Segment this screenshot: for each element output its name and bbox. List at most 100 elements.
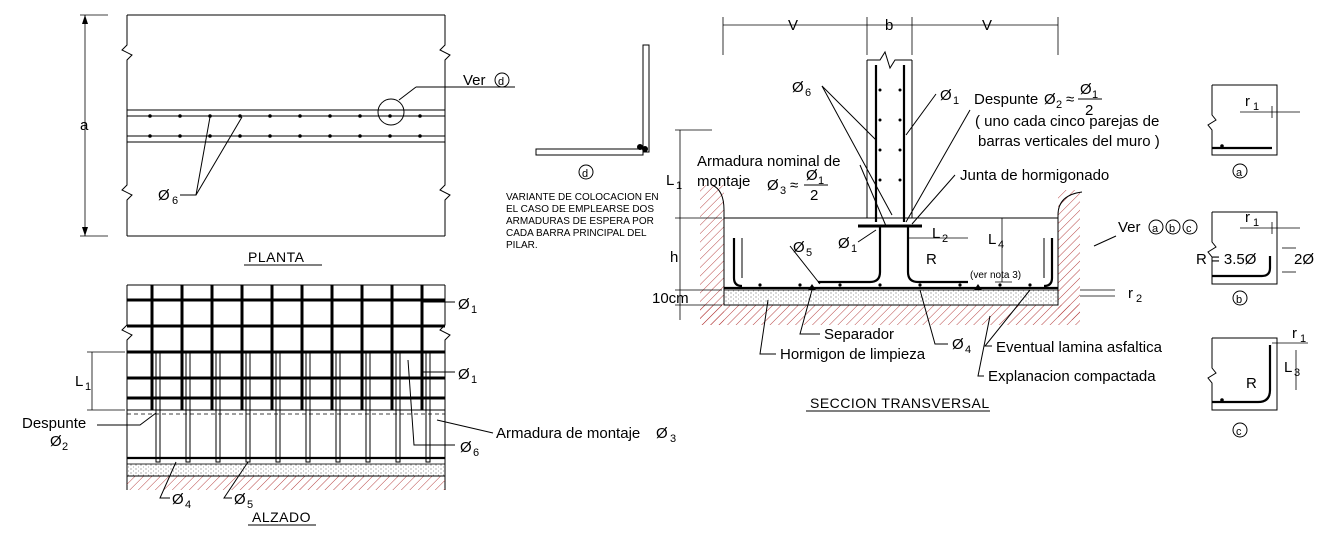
section-explanacion: Explanacion compactada (988, 368, 1156, 385)
section-phi6: Ø (792, 79, 804, 96)
section-10cm: 10cm (652, 290, 689, 307)
section-L2: L (932, 225, 940, 242)
section-ver-nota: (ver nota 3) (970, 270, 1021, 281)
svg-text:2: 2 (1056, 99, 1062, 111)
section-armadura-nominal: Armadura nominal de (697, 153, 840, 170)
detail-d-note-1: VARIANTE DE COLOCACION EN (506, 192, 659, 203)
detail-d-note-2: EL CASO DE EMPLEARSE DOS (506, 204, 654, 215)
detail-b-2phi: 2Ø (1294, 251, 1314, 268)
elevation-phi6: Ø (460, 439, 472, 456)
svg-text:5: 5 (806, 247, 812, 259)
detail-a: r 1 a (1207, 84, 1300, 179)
section-phi4: Ø (952, 336, 964, 353)
section-hormigon: Hormigon de limpieza (780, 346, 926, 363)
svg-text:Ø: Ø (1080, 81, 1092, 98)
elevation-phi4: Ø (172, 491, 184, 508)
section-phi5: Ø (793, 239, 805, 256)
svg-text:2: 2 (942, 233, 948, 245)
section-column-dots (878, 88, 902, 182)
section-lamina: Eventual lamina asfaltica (996, 339, 1163, 356)
svg-text:1: 1 (1253, 101, 1259, 113)
section-phi1-top: Ø (940, 87, 952, 104)
section-bottom-dots (758, 283, 1032, 287)
svg-text:Ø: Ø (767, 177, 779, 194)
section-note-uno: ( uno cada cinco parejas de (975, 113, 1159, 130)
svg-text:≈: ≈ (790, 177, 798, 194)
detail-c-L3: L (1284, 359, 1292, 376)
detail-d-note-5: PILAR. (506, 240, 538, 251)
svg-text:2: 2 (62, 441, 68, 453)
svg-text:Ø: Ø (806, 167, 818, 184)
detail-c-R: R (1246, 375, 1257, 392)
svg-text:≈: ≈ (1066, 91, 1074, 108)
section-phi1-low: Ø (838, 235, 850, 252)
svg-text:1: 1 (851, 243, 857, 255)
svg-text:4: 4 (965, 344, 971, 356)
svg-text:b: b (1169, 223, 1175, 235)
elevation-phi5: Ø (234, 491, 246, 508)
detail-b-letter: b (1236, 294, 1242, 306)
svg-text:5: 5 (247, 499, 253, 511)
svg-text:1: 1 (1253, 217, 1259, 229)
svg-text:c: c (1186, 223, 1192, 235)
svg-text:4: 4 (998, 239, 1004, 251)
svg-text:3: 3 (670, 433, 676, 445)
svg-text:1: 1 (676, 180, 682, 192)
elevation-horizontal-bars (127, 298, 445, 400)
elevation-L1: L (75, 373, 83, 390)
section-separador: Separador (824, 326, 894, 343)
elevation-phi3: Ø (656, 425, 668, 442)
plan-ver-label: Ver (463, 72, 486, 89)
svg-text:1: 1 (1092, 89, 1098, 101)
elevation-phi2: Ø (50, 433, 62, 450)
detail-b-R: R = 3.5Ø (1196, 251, 1257, 268)
elevation-vertical-bars (150, 285, 424, 410)
elevation-phi1-top: Ø (458, 296, 470, 313)
svg-text:1: 1 (818, 175, 824, 187)
detail-c-letter: c (1236, 426, 1242, 438)
plan-rebar-dots (148, 114, 422, 138)
section-dim-v-right: V (982, 17, 992, 34)
plan-dim-a: a (80, 117, 89, 134)
plan-phi6: Ø (158, 187, 170, 204)
detail-a-letter: a (1236, 167, 1243, 179)
svg-text:4: 4 (185, 499, 191, 511)
elevation-armadura-montaje: Armadura de montaje (496, 425, 640, 442)
elevation-despunte: Despunte (22, 415, 86, 432)
elevation-phi1-mid: Ø (458, 366, 470, 383)
svg-text:1: 1 (471, 304, 477, 316)
svg-text:6: 6 (172, 195, 178, 207)
detail-d: d VARIANTE DE COLOCACION EN EL CASO DE E… (506, 44, 659, 251)
detail-a-r1: r (1245, 93, 1250, 110)
detail-d-letter: d (582, 168, 588, 180)
detail-b: r 1 R = 3.5Ø 2Ø b (1196, 209, 1314, 306)
svg-text:2: 2 (810, 187, 818, 204)
plan-ver-letter: d (498, 76, 504, 88)
section-title: SECCION TRANSVERSAL (810, 395, 990, 411)
elevation-starter-bars (155, 351, 431, 463)
section-despunte: Despunte (974, 91, 1038, 108)
svg-text:6: 6 (473, 447, 479, 459)
svg-text:6: 6 (805, 87, 811, 99)
section-ver-abc: Ver (1118, 219, 1141, 236)
svg-text:1: 1 (1300, 333, 1306, 345)
svg-text:2: 2 (1085, 102, 1093, 119)
section-r2: r (1128, 285, 1133, 302)
svg-text:a: a (1152, 223, 1159, 235)
svg-text:1: 1 (953, 95, 959, 107)
svg-text:Ø: Ø (1044, 91, 1056, 108)
detail-b-r1: r (1245, 209, 1250, 226)
detail-c: r 1 R L 3 c (1207, 325, 1308, 438)
detail-d-note-4: CADA BARRA PRINCIPAL DEL (506, 228, 647, 239)
svg-text:2: 2 (1136, 293, 1142, 305)
elevation-title: ALZADO (252, 509, 311, 525)
section-dim-b: b (885, 17, 893, 34)
svg-text:1: 1 (471, 374, 477, 386)
svg-text:1: 1 (85, 381, 91, 393)
section-dim-v-left: V (788, 17, 798, 34)
section-L1: L (666, 172, 674, 189)
plan-title: PLANTA (248, 249, 305, 265)
detail-c-r1: r (1292, 325, 1297, 342)
section-montaje: montaje (697, 173, 750, 190)
